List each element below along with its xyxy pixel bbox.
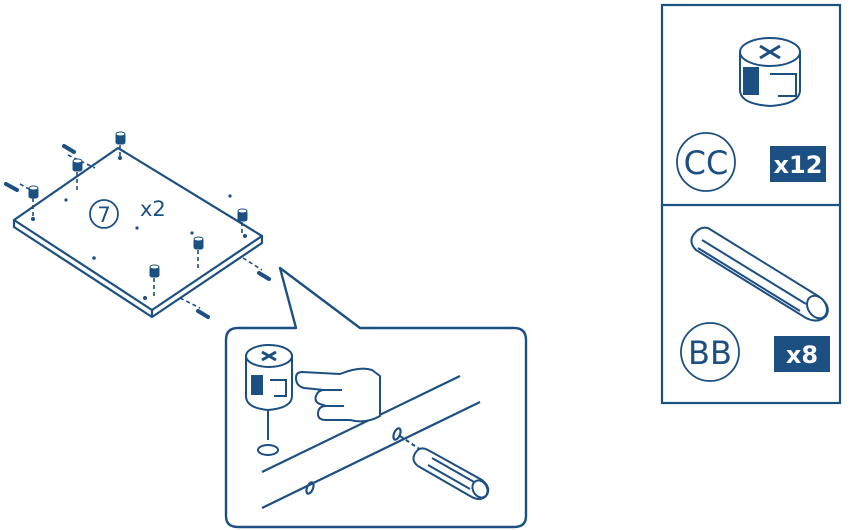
part-code: CC [684, 144, 729, 182]
detail-callout [226, 268, 526, 527]
quantity-multiplier: x2 [140, 197, 166, 221]
parts-panel: CC x12 BB x8 [662, 5, 840, 403]
quantity-badge: x8 [786, 341, 818, 369]
panel-board [14, 148, 262, 317]
cam-lock-icon [740, 38, 800, 106]
quantity-badge: x12 [774, 151, 823, 179]
part-code: BB [688, 334, 732, 372]
step-number: 7 [97, 203, 110, 227]
